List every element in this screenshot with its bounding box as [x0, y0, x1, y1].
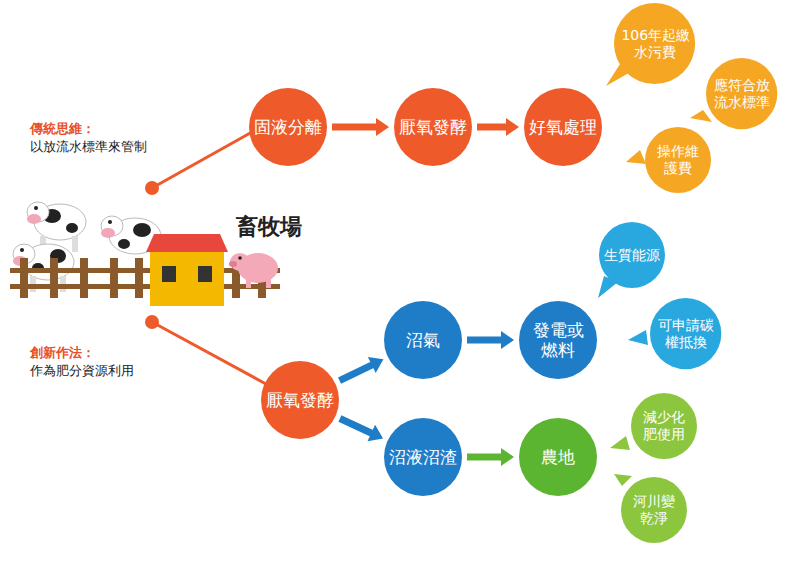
circle-fill: [706, 58, 777, 129]
arrow-shaft: [332, 124, 377, 131]
circle-fill: [519, 418, 597, 496]
process-circle: 厭氧發酵: [394, 88, 472, 166]
node-text: 沼氣: [406, 330, 440, 350]
node-text: 固液分離: [254, 117, 322, 137]
circle-fill: [249, 88, 327, 166]
arrow-head: [501, 331, 514, 349]
node-text: 生質能源: [604, 247, 660, 264]
flow-arrow: [477, 118, 519, 136]
use-circle: 農地: [519, 418, 597, 496]
circle-fill: [645, 127, 711, 193]
branch-label: 作為肥分資源利用: [30, 362, 134, 380]
node-text: 厭氧發酵: [266, 390, 334, 410]
branch-dot: [145, 181, 159, 195]
branch-label: 創新作法：: [30, 344, 95, 362]
flow-arrow: [467, 331, 514, 349]
benefit-bubble: 減少化 肥使用: [631, 393, 697, 459]
branch-line: [152, 322, 266, 384]
circle-fill: [519, 301, 597, 379]
bubble-tails: [598, 64, 712, 486]
product-circle: 沼氣: [384, 301, 462, 379]
pig-figure: [229, 253, 278, 288]
flow-arrow: [340, 419, 383, 442]
branch-line: [152, 132, 252, 188]
arrow-head: [376, 118, 389, 136]
circle-fill: [650, 298, 721, 369]
arrow-shaft: [477, 124, 507, 131]
note-bubble: 應符合放 流水標準: [706, 58, 777, 129]
note-bubble: 操作維 護費: [645, 127, 711, 193]
node-text: 減少化 肥使用: [631, 409, 697, 443]
circle-fill: [631, 393, 697, 459]
farm-house: [146, 234, 228, 306]
arrow-head: [506, 118, 519, 136]
node-text: 106年起繳 水污費: [621, 27, 688, 61]
arrow-head: [367, 425, 383, 441]
node-text: 農地: [541, 447, 575, 467]
node-text: 好氧處理: [529, 117, 597, 137]
process-circle: 好氧處理: [524, 88, 602, 166]
process-circle: 厭氧發酵: [261, 361, 339, 439]
node-text: 發電或 燃料: [519, 320, 597, 361]
circle-fill: [599, 222, 665, 288]
circle-fill: [524, 88, 602, 166]
node-text: 沼液沼渣: [389, 447, 457, 467]
circle-fill: [614, 3, 695, 84]
benefit-bubble: 河川變 乾淨: [621, 477, 687, 543]
benefit-bubble: 生質能源: [599, 222, 665, 288]
circle-fill: [261, 361, 339, 439]
node-text: 可申請碳 權抵換: [652, 317, 719, 351]
arrow-head: [501, 448, 514, 466]
process-circle: 固液分離: [249, 88, 327, 166]
arrow-shaft: [340, 365, 373, 381]
flow-arrow: [340, 357, 384, 381]
flow-arrow: [467, 448, 514, 466]
arrow-shaft: [467, 337, 502, 344]
circle-fill: [384, 301, 462, 379]
arrow-shaft: [340, 419, 372, 434]
node-text: 厭氧發酵: [399, 117, 467, 137]
flow-arrow: [332, 118, 389, 136]
note-bubble: 106年起繳 水污費: [614, 3, 695, 84]
arrow-shaft: [467, 454, 502, 461]
circle-fill: [394, 88, 472, 166]
node-text: 操作維 護費: [645, 143, 711, 177]
branch-label: 傳統思維：: [30, 120, 95, 138]
node-text: 應符合放 流水標準: [708, 77, 775, 111]
circle-fill: [384, 418, 462, 496]
branch-dot: [145, 315, 159, 329]
circle-fill: [621, 477, 687, 543]
product-circle: 沼液沼渣: [384, 418, 462, 496]
benefit-bubble: 可申請碳 權抵換: [650, 298, 721, 369]
arrow-head: [368, 357, 384, 373]
node-text: 河川變 乾淨: [621, 493, 687, 527]
farm-label: 畜牧場: [236, 212, 302, 242]
branch-label: 以放流水標準來管制: [30, 138, 147, 156]
use-circle: 發電或 燃料: [519, 301, 597, 379]
